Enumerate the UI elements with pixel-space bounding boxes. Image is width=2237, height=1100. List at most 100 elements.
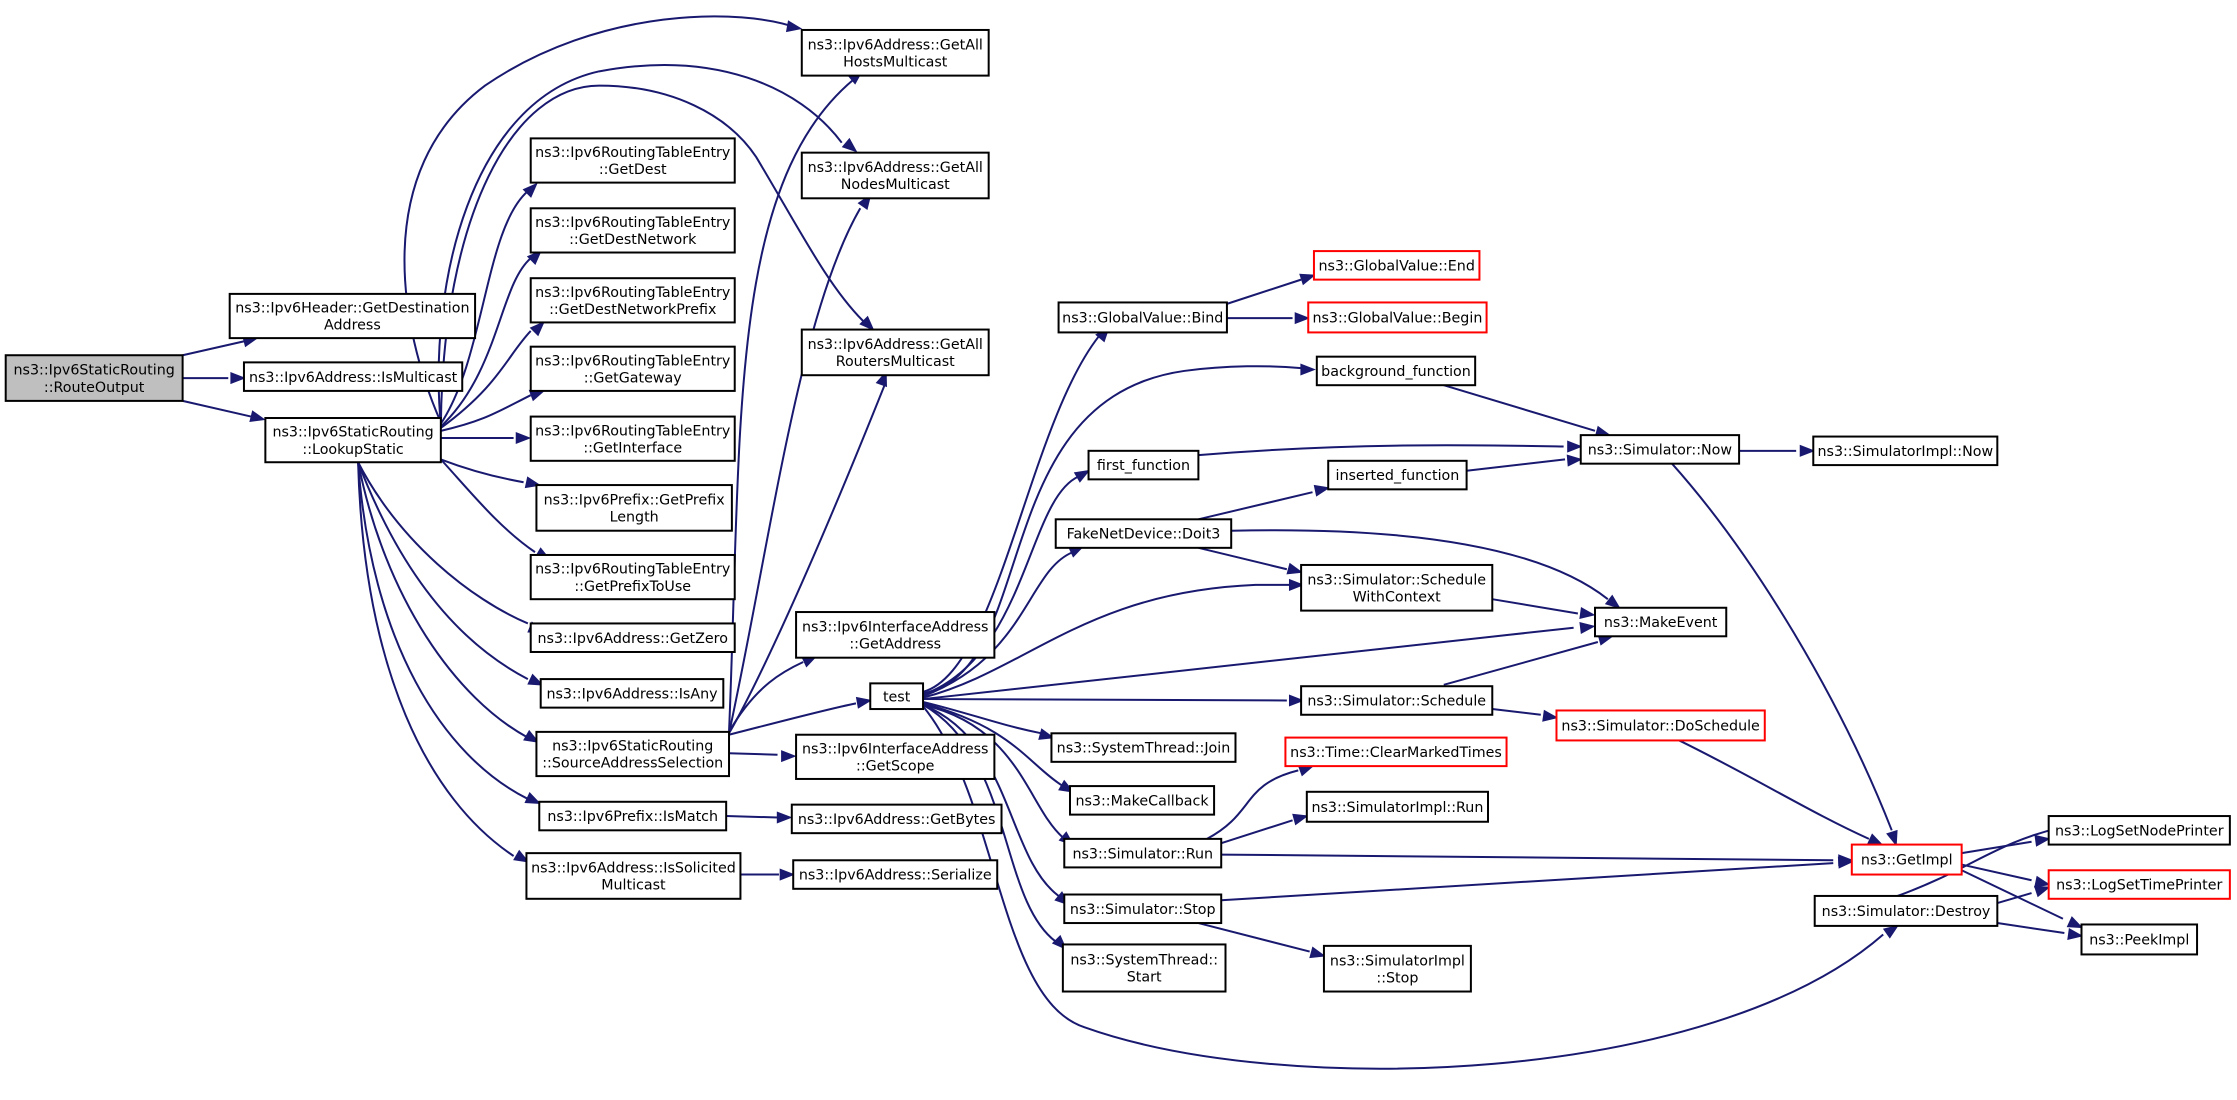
node-first-function[interactable]: first_function [1087, 449, 1200, 481]
call-edge [1198, 491, 1313, 521]
call-nodes: ns3::Ipv6StaticRouting::RouteOutputns3::… [4, 28, 2231, 993]
node-box [529, 622, 736, 653]
node-is-match[interactable]: ns3::Ipv6Prefix::IsMatch [538, 800, 728, 832]
node-box [538, 800, 728, 832]
arrowhead-icon [785, 20, 803, 33]
call-edge [922, 703, 1064, 839]
node-get-interface[interactable]: ns3::Ipv6RoutingTableEntry::GetInterface [529, 415, 736, 462]
node-peek-impl[interactable]: ns3::PeekImpl [2080, 923, 2199, 956]
node-label: ::LookupStatic [302, 442, 403, 458]
node-thread-join[interactable]: ns3::SystemThread::Join [1050, 732, 1237, 763]
node-get-dest-network-prefix[interactable]: ns3::Ipv6RoutingTableEntry::GetDestNetwo… [529, 277, 736, 324]
node-label: ns3::LogSetTimePrinter [2056, 878, 2222, 894]
node-log-set-node-printer[interactable]: ns3::LogSetNodePrinter [2047, 815, 2231, 846]
node-sim-now[interactable]: ns3::Simulator::Now [1579, 434, 1741, 465]
node-get-zero[interactable]: ns3::Ipv6Address::GetZero [529, 622, 736, 653]
node-sim-destroy[interactable]: ns3::Simulator::Destroy [1813, 894, 1999, 927]
node-box [1315, 355, 1477, 387]
node-clear-marked-times[interactable]: ns3::Time::ClearMarkedTimes [1284, 736, 1508, 768]
node-sim-run[interactable]: ns3::Simulator::Run [1063, 837, 1223, 869]
node-label: ns3::Ipv6RoutingTableEntry [535, 285, 731, 301]
call-edge [728, 384, 886, 734]
node-make-callback[interactable]: ns3::MakeCallback [1068, 785, 1216, 816]
node-simimpl-now[interactable]: ns3::SimulatorImpl::Now [1812, 435, 1999, 467]
node-box [2047, 815, 2231, 846]
node-label: ns3::Time::ClearMarkedTimes [1290, 745, 1502, 761]
arrowhead-icon [249, 410, 266, 423]
node-get-bytes[interactable]: ns3::Ipv6Address::GetBytes [790, 803, 1003, 835]
arrowhead-icon [1294, 312, 1311, 325]
node-gv-bind[interactable]: ns3::GlobalValue::Bind [1057, 301, 1228, 334]
node-label: ns3::SystemThread:: [1070, 953, 1218, 969]
arrowhead-icon [1566, 454, 1583, 467]
node-label: ::GetAddress [849, 637, 941, 653]
node-label: ns3::Ipv6Address::IsSolicited [531, 861, 736, 877]
node-route-output[interactable]: ns3::Ipv6StaticRouting::RouteOutput [4, 354, 184, 402]
node-label: ::GetGateway [584, 370, 683, 386]
node-gv-begin[interactable]: ns3::GlobalValue::Begin [1307, 301, 1488, 334]
node-get-dest-network[interactable]: ns3::Ipv6RoutingTableEntry::GetDestNetwo… [529, 207, 736, 254]
call-edge [728, 207, 862, 734]
arrowhead-icon [1288, 578, 1305, 591]
node-get-impl[interactable]: ns3::GetImpl [1850, 843, 1963, 876]
node-lookup-static[interactable]: ns3::Ipv6StaticRouting::LookupStatic [264, 417, 442, 464]
node-simimpl-run[interactable]: ns3::SimulatorImpl::Run [1305, 790, 1490, 823]
node-thread-start[interactable]: ns3::SystemThread::Start [1061, 943, 1227, 993]
node-make-event[interactable]: ns3::MakeEvent [1594, 606, 1728, 638]
node-gv-end[interactable]: ns3::GlobalValue::End [1312, 250, 1481, 281]
node-box [4, 354, 184, 402]
node-label: ns3::Simulator::Schedule [1307, 572, 1486, 588]
node-box [1300, 563, 1494, 612]
node-label: ns3::SimulatorImpl::Now [1817, 444, 1993, 460]
arrowhead-icon [1038, 728, 1055, 740]
arrowhead-icon [1313, 484, 1331, 497]
node-box [1284, 736, 1508, 768]
node-test[interactable]: test [869, 682, 925, 711]
node-get-prefix-to-use[interactable]: ns3::Ipv6RoutingTableEntry::GetPrefixToU… [529, 553, 736, 601]
call-edge [728, 79, 854, 732]
node-label: ns3::SimulatorImpl::Run [1311, 800, 1483, 816]
node-get-dest[interactable]: ns3::Ipv6RoutingTableEntry::GetDest [529, 137, 736, 184]
node-do-schedule[interactable]: ns3::Simulator::DoSchedule [1555, 709, 1766, 742]
node-sim-schedule[interactable]: ns3::Simulator::Schedule [1300, 685, 1494, 716]
node-label: ::GetPrefixToUse [574, 579, 691, 595]
node-log-set-time-printer[interactable]: ns3::LogSetTimePrinter [2047, 869, 2231, 900]
node-background-function[interactable]: background_function [1315, 355, 1477, 387]
node-iface-get-scope[interactable]: ns3::Ipv6InterfaceAddress::GetScope [795, 733, 996, 780]
node-label: ns3::MakeEvent [1604, 615, 1718, 631]
node-label: ::GetScope [856, 759, 935, 775]
node-label: ns3::SystemThread::Join [1057, 741, 1231, 757]
call-edge [1897, 826, 2062, 897]
node-simimpl-stop[interactable]: ns3::SimulatorImpl::Stop [1322, 944, 1472, 993]
node-label: ::SourceAddressSelection [542, 756, 723, 772]
node-label: ns3::Ipv6Address::IsMulticast [249, 370, 458, 386]
node-box [1594, 606, 1728, 638]
call-edge [922, 705, 1884, 1070]
node-box [1322, 944, 1472, 993]
node-iface-get-address[interactable]: ns3::Ipv6InterfaceAddress::GetAddress [795, 611, 996, 659]
node-get-gateway[interactable]: ns3::Ipv6RoutingTableEntry::GetGateway [529, 345, 736, 392]
node-inserted-function[interactable]: inserted_function [1327, 459, 1468, 491]
node-sim-stop[interactable]: ns3::Simulator::Stop [1063, 893, 1223, 925]
node-is-any[interactable]: ns3::Ipv6Address::IsAny [539, 678, 725, 709]
node-serialize[interactable]: ns3::Ipv6Address::Serialize [792, 859, 999, 890]
node-is-multicast[interactable]: ns3::Ipv6Address::IsMulticast [242, 361, 464, 392]
node-box [1813, 894, 1999, 927]
call-edge [1198, 546, 1288, 571]
node-label: ns3::GetImpl [1861, 853, 1953, 869]
arrowhead-icon [776, 811, 793, 824]
call-edge [1492, 598, 1579, 615]
node-source-address-selection[interactable]: ns3::Ipv6StaticRouting::SourceAddressSel… [535, 730, 731, 778]
node-doit3[interactable]: FakeNetDevice::Doit3 [1054, 518, 1233, 549]
node-label: RoutersMulticast [836, 354, 955, 370]
node-label: ns3::GlobalValue::Begin [1312, 311, 1482, 327]
call-edge [922, 702, 1064, 787]
